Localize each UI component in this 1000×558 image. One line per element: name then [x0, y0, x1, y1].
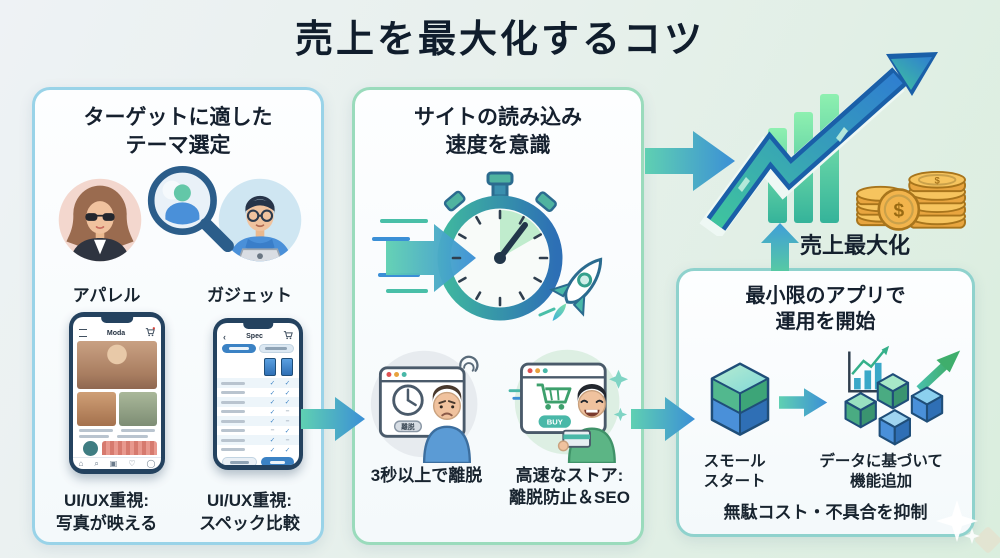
menu-icon: [79, 329, 87, 338]
fast-store-figure: BUY 高速なストア: 離脱防止＆SEO: [498, 345, 641, 508]
product-photo: [118, 392, 157, 427]
apps-icons-row: [679, 340, 972, 452]
cart-icon: [283, 331, 293, 340]
small-start-cube-icon: [710, 362, 770, 436]
phone-notch: [101, 317, 133, 324]
spec-app-screen: ‹ Spec ✓✓✓✓✓✓✓−: [217, 323, 299, 466]
buy-badge: BUY: [546, 418, 562, 427]
spec-app-phone: ‹ Spec ✓✓✓✓✓✓✓−: [213, 318, 303, 471]
buy-button: [261, 457, 294, 466]
fast-store-icon: BUY: [508, 350, 628, 464]
product-photo: [77, 392, 116, 427]
small-start-caption: スモール スタート: [703, 452, 766, 490]
bounce-badge: 離脱: [401, 423, 415, 432]
profile-icon: ◯: [146, 458, 156, 468]
phone-nav-bar: ⌂ ⌕ ▣ ♡ ◯: [73, 457, 161, 469]
heart-icon: ♡: [128, 458, 136, 468]
panel-theme-selection: ターゲットに適した テーマ選定: [32, 87, 324, 545]
apps-step-arrow: [779, 387, 828, 417]
sales-growth-chart: [699, 52, 938, 236]
spec-table-row: ✓✓: [217, 445, 299, 455]
camera-icon: ▣: [109, 458, 118, 468]
apparel-app-screen: Moda: [73, 317, 161, 470]
flow-arrow-apps-to-result: [761, 223, 799, 271]
svg-text:$: $: [893, 200, 904, 221]
spec-table-row: −✓: [217, 426, 299, 436]
spec-table-row: ✓−: [217, 416, 299, 426]
gadget-persona-avatar: [218, 179, 302, 262]
phone-notch: [243, 323, 273, 330]
result-label: 売上最大化: [800, 233, 911, 258]
slow-site-figure: 離脱 3秒以上で離脱: [355, 345, 498, 508]
apparel-label: アパレル: [72, 286, 141, 306]
tab-active: [222, 344, 256, 354]
apparel-phone-caption: UI/UX重視: 写真が映える: [55, 491, 158, 533]
data-driven-caption: データに基づいて 機能追加: [819, 452, 943, 490]
spec-phone-caption: UI/UX重視: スペック比較: [199, 491, 300, 533]
hero-photo: [77, 341, 157, 390]
phone-a-thumb: [264, 358, 276, 377]
rocket-icon: [549, 257, 603, 322]
apparel-app-title: Moda: [106, 330, 126, 338]
flow-arrow-speed-to-result: [645, 131, 735, 191]
coins-icon: $ $: [856, 170, 966, 231]
spec-app-title: Spec: [246, 333, 263, 341]
sparkle-icon: [936, 500, 980, 544]
persona-labels: アパレル ガジェット: [35, 281, 321, 306]
panel-minimal-apps: 最小限のアプリで 運用を開始: [676, 268, 980, 544]
slow-site-icon: 離脱: [370, 351, 478, 464]
apparel-persona-avatar: [58, 179, 142, 262]
product-photo-grid: [77, 392, 157, 427]
cart-icon: [145, 327, 155, 337]
spec-table-row: ✓✓: [217, 397, 299, 407]
spec-table-rows: ✓✓✓✓✓✓✓−✓−−✓✓−✓✓: [217, 378, 299, 454]
panel-apps-header: 最小限のアプリで 運用を開始: [745, 285, 906, 334]
target-search-icon: [147, 166, 234, 253]
secondary-button: [222, 457, 257, 466]
panel-speed-header: サイトの読み込み 速度を意識: [414, 106, 582, 157]
gadget-label: ガジェット: [207, 286, 292, 306]
spec-table-row: ✓✓: [217, 388, 299, 398]
spec-table-row: ✓✓: [217, 378, 299, 388]
home-icon: ⌂: [78, 458, 84, 468]
panel-site-speed: サイトの読み込み 速度を意識: [352, 87, 644, 545]
spec-table-row: ✓−: [217, 435, 299, 445]
spec-column-headers: [217, 356, 299, 378]
speed-stopwatch-icon: [372, 171, 603, 322]
back-icon: ‹: [223, 332, 226, 343]
spec-buttons: [222, 457, 294, 466]
panel-theme-header: ターゲットに適した テーマ選定: [83, 106, 273, 157]
persona-row: [35, 163, 321, 279]
product-photo: [102, 441, 157, 456]
svg-text:$: $: [934, 176, 940, 187]
cost-control-caption: 無駄コスト・不具合を抑制: [723, 503, 928, 523]
slow-site-caption: 3秒以上で離脱: [370, 466, 483, 486]
flow-arrow-speed-to-apps: [631, 397, 695, 441]
seller-avatar: [83, 441, 98, 457]
product-row: [77, 441, 157, 457]
phone-b-thumb: [281, 358, 293, 377]
spec-table-row: ✓−: [217, 407, 299, 417]
page-title: 売上を最大化するコツ: [294, 19, 705, 61]
tab-inactive: [258, 344, 294, 354]
flow-arrow-theme-to-speed: [301, 397, 365, 441]
fast-store-caption: 高速なストア: 離脱防止＆SEO: [509, 466, 630, 507]
apparel-app-phone: Moda: [69, 312, 165, 475]
phone-mockups: Moda: [35, 312, 321, 482]
data-growth-cubes-icon: [844, 345, 961, 446]
search-icon: ⌕: [94, 458, 99, 468]
spec-tabs: [222, 344, 294, 354]
